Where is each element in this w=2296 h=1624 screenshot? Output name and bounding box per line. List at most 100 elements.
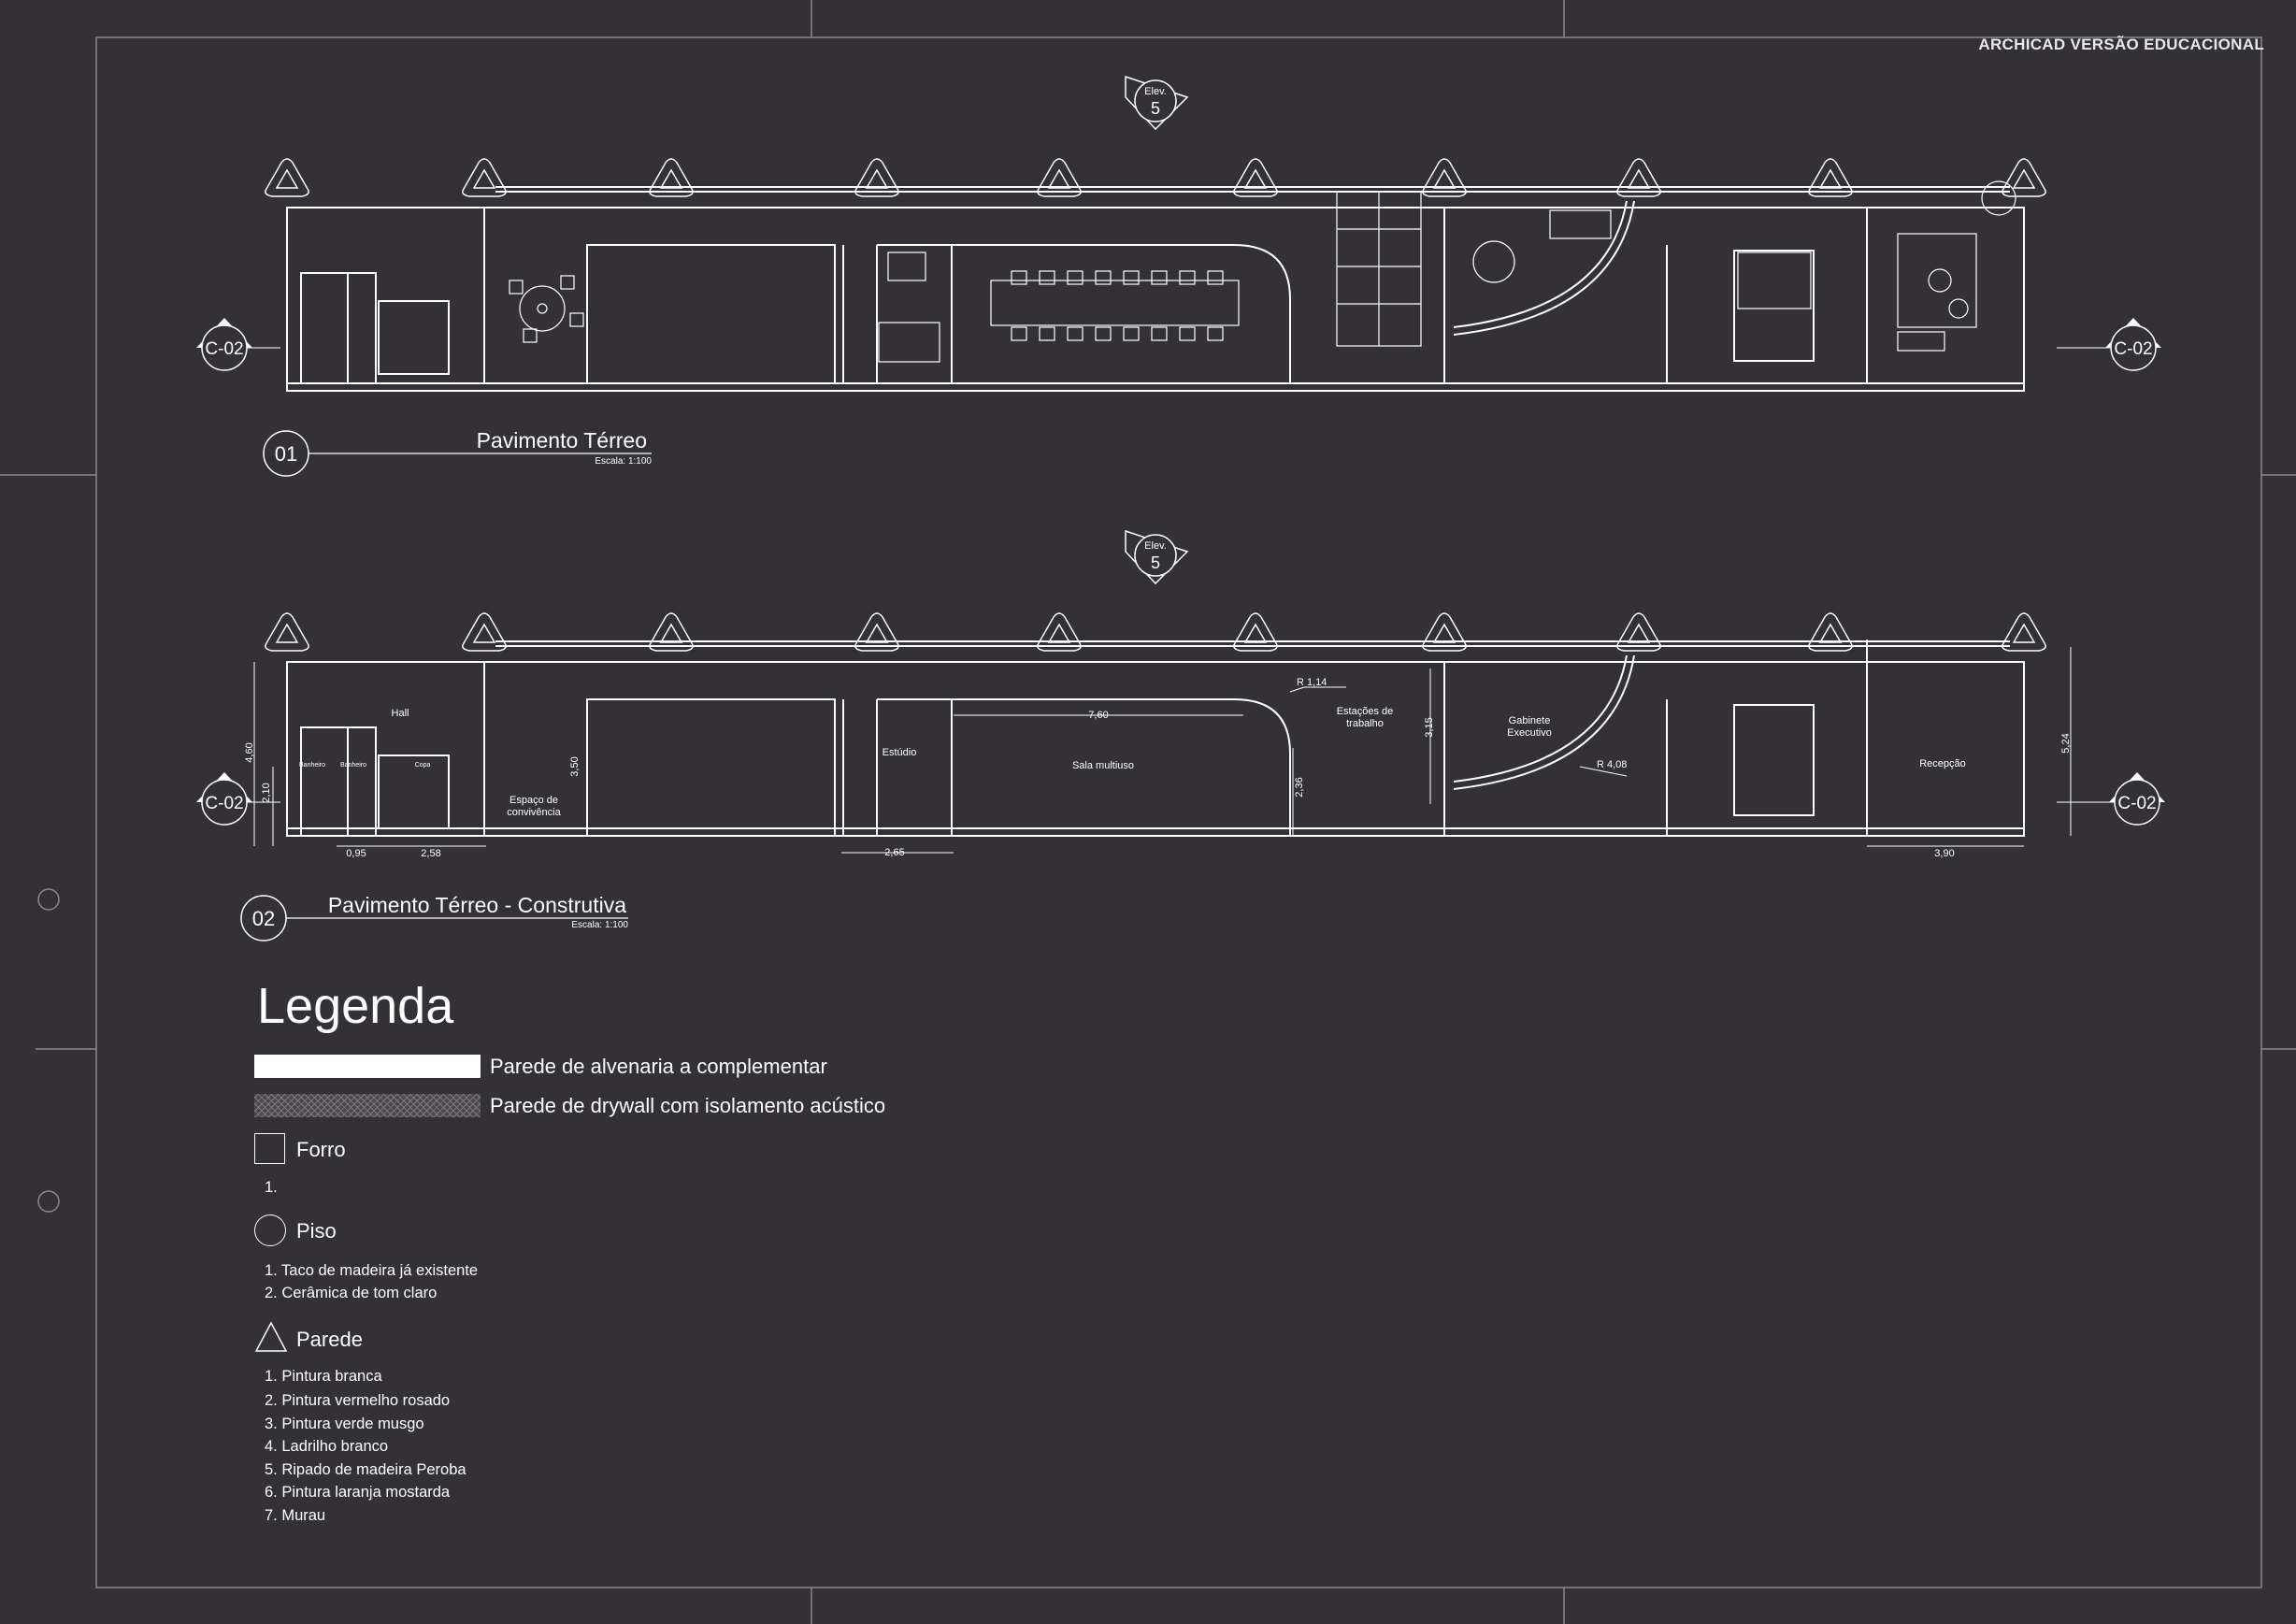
elev-label: Elev. [1144, 540, 1167, 552]
elev-number: 5 [1151, 553, 1160, 572]
room-label-banheiro: Banheiro [340, 762, 366, 769]
dim-label: 3,50 [569, 756, 581, 776]
elev-label: Elev. [1144, 86, 1167, 97]
column-markers-01 [265, 158, 2046, 197]
wall-triangle-icon [254, 1321, 288, 1352]
parede-item: 6. Pintura laranja mostarda [265, 1484, 451, 1501]
room-label-convivencia: convivência [507, 807, 561, 818]
dim-label: R 1,14 [1297, 677, 1327, 688]
room-label-banheiro: Banheiro [299, 762, 325, 769]
drawing-scale: Escala: 1:100 [595, 456, 652, 467]
forro-item: 1. [265, 1179, 278, 1196]
structural-column-core [1818, 168, 1843, 189]
structural-column [854, 612, 899, 652]
dim-label: 4,60 [244, 742, 255, 762]
structural-column [649, 158, 694, 197]
structural-column-core [2012, 168, 2036, 189]
structural-column-core [1243, 623, 1268, 643]
dim-label: 2,65 [884, 847, 904, 858]
room-label-convivencia: Espaço de [509, 795, 558, 806]
section-marker-left-02: C-02 [196, 772, 280, 826]
structural-column [1616, 612, 1661, 652]
parede-item: 7. Murau [265, 1507, 326, 1524]
structural-column-core [472, 623, 496, 643]
section-marker-right-02: C-02 [2057, 772, 2165, 826]
drywall-swatch [254, 1094, 481, 1117]
parede-item: 4. Ladrilho branco [265, 1438, 389, 1455]
drawing-number: 01 [275, 442, 297, 466]
drawing-scale: Escala: 1:100 [571, 920, 628, 930]
room-label-gabinete: Gabinete [1509, 715, 1551, 726]
structural-column-core [865, 623, 889, 643]
structural-column [2002, 158, 2046, 197]
parede-item: 1. Pintura branca [265, 1368, 382, 1385]
structural-column [1422, 612, 1467, 652]
column-markers-02 [265, 612, 2046, 652]
room-label-hall: Hall [392, 708, 409, 719]
room-label-estacoes: trabalho [1346, 718, 1384, 729]
dim-label: 2,58 [421, 848, 440, 859]
drawing-title-02: 02 Pavimento Térreo - Construtiva Escala… [240, 893, 628, 941]
drawing-title-01: 01 Pavimento Térreo Escala: 1:100 [263, 428, 652, 477]
structural-column-core [659, 623, 683, 643]
room-label-copa: Copa [415, 762, 431, 769]
piso-label: Piso [296, 1219, 337, 1243]
floor-plan-02: Elev. 5 Hal [196, 529, 2165, 941]
dim-label: 2,36 [1294, 777, 1305, 797]
dim-label: 0,95 [346, 848, 366, 859]
structural-column [265, 612, 309, 652]
dim-label: 2,10 [261, 783, 272, 802]
drawing-title: Pavimento Térreo [477, 428, 647, 453]
structural-column-core [1627, 623, 1651, 643]
drawing-number: 02 [252, 907, 275, 930]
structural-column-core [1627, 168, 1651, 189]
section-label: C-02 [205, 339, 243, 359]
parede-item: 2. Pintura vermelho rosado [265, 1392, 451, 1409]
structural-column [2002, 612, 2046, 652]
dimension-labels: 4,60 2,10 0,95 2,58 3,50 2,65 7,60 R 1,1… [244, 677, 2072, 859]
room-labels: Hall Banheiro Banheiro Copa Espaço de co… [299, 706, 1966, 818]
elevation-marker: Elev. 5 [1125, 529, 1189, 585]
structural-column-core [1432, 168, 1457, 189]
room-label-recepcao: Recepção [1919, 758, 1966, 769]
parede-item: 5. Ripado de madeira Peroba [265, 1461, 466, 1478]
structural-column [265, 158, 309, 197]
structural-column-core [275, 168, 299, 189]
dim-label: 5,24 [2060, 733, 2072, 753]
parede-item: 3. Pintura verde musgo [265, 1416, 424, 1432]
structural-column [462, 158, 507, 197]
drywall-label: Parede de drywall com isolamento acústic… [490, 1094, 886, 1117]
structural-column [462, 612, 507, 652]
structural-column-core [865, 168, 889, 189]
structural-column [1233, 612, 1278, 652]
structural-column-core [1432, 623, 1457, 643]
structural-column-core [1047, 168, 1071, 189]
structural-column [1808, 612, 1853, 652]
room-label-sala-multiuso: Sala multiuso [1072, 760, 1134, 771]
drawing-title: Pavimento Térreo - Construtiva [328, 893, 626, 917]
structural-column-core [2012, 623, 2036, 643]
room-label-gabinete: Executivo [1507, 727, 1552, 739]
dim-label: 3,90 [1934, 848, 1954, 859]
structural-column [1422, 158, 1467, 197]
structural-column-core [1047, 623, 1071, 643]
structural-column-core [472, 168, 496, 189]
room-label-estacoes: Estações de [1337, 706, 1394, 717]
structural-column [854, 158, 899, 197]
structural-column [1808, 158, 1853, 197]
dim-label: 3,15 [1424, 717, 1435, 737]
structural-column-core [1818, 623, 1843, 643]
dim-label: 7,60 [1088, 710, 1108, 721]
parede-label: Parede [296, 1328, 363, 1351]
structural-column [1233, 158, 1278, 197]
elevation-marker: Elev. 5 [1125, 75, 1189, 131]
ceiling-square-icon [254, 1133, 285, 1164]
structural-column-core [275, 623, 299, 643]
masonry-wall-label: Parede de alvenaria a complementar [490, 1055, 827, 1078]
legend-title: Legenda [257, 978, 454, 1034]
section-label: C-02 [2117, 794, 2156, 813]
section-marker-right-01: C-02 [2057, 318, 2161, 371]
dim-label: R 4,08 [1597, 759, 1627, 770]
structural-column [1037, 158, 1082, 197]
